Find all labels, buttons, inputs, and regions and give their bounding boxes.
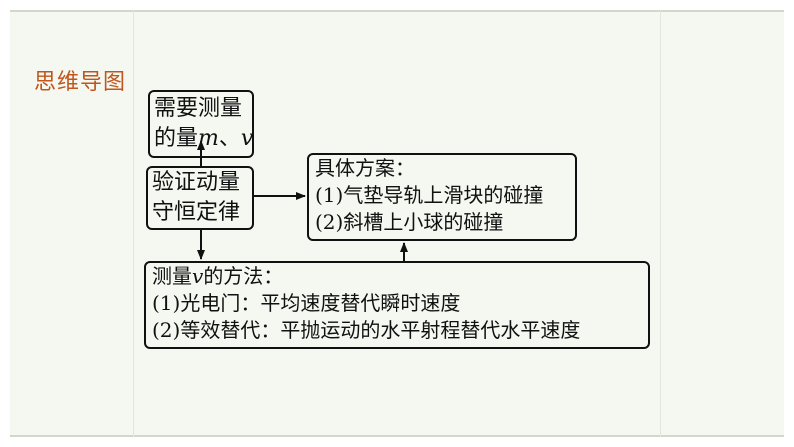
guide-line-right — [660, 10, 661, 437]
node-item: (2)等效替代：平抛运动的水平射程替代水平速度 — [152, 318, 581, 342]
velocity-symbol: v — [240, 126, 254, 151]
velocity-symbol: v — [192, 264, 204, 288]
node-item: (2)斜槽上小球的碰撞 — [315, 210, 504, 234]
page-title: 思维导图 — [34, 70, 127, 95]
node-item: (1)气垫导轨上滑块的碰撞 — [315, 183, 544, 207]
node-velocity-methods: 测量v的方法： (1)光电门：平均速度替代瞬时速度 (2)等效替代：平抛运动的水… — [144, 261, 650, 349]
guide-line-left — [133, 10, 134, 437]
node-verify-momentum-conservation: 验证动量 守恒定律 — [146, 166, 254, 230]
node-line: 需要测量 — [154, 96, 243, 121]
node-line: 守恒定律 — [152, 200, 241, 225]
node-heading: 具体方案： — [315, 156, 415, 180]
node-specific-plans: 具体方案： (1)气垫导轨上滑块的碰撞 (2)斜槽上小球的碰撞 — [307, 153, 577, 241]
node-line: 的量m、v — [154, 126, 254, 151]
node-line: 验证动量 — [152, 170, 241, 195]
node-item: (1)光电门：平均速度替代瞬时速度 — [152, 291, 461, 315]
node-heading: 测量v的方法： — [152, 264, 284, 288]
